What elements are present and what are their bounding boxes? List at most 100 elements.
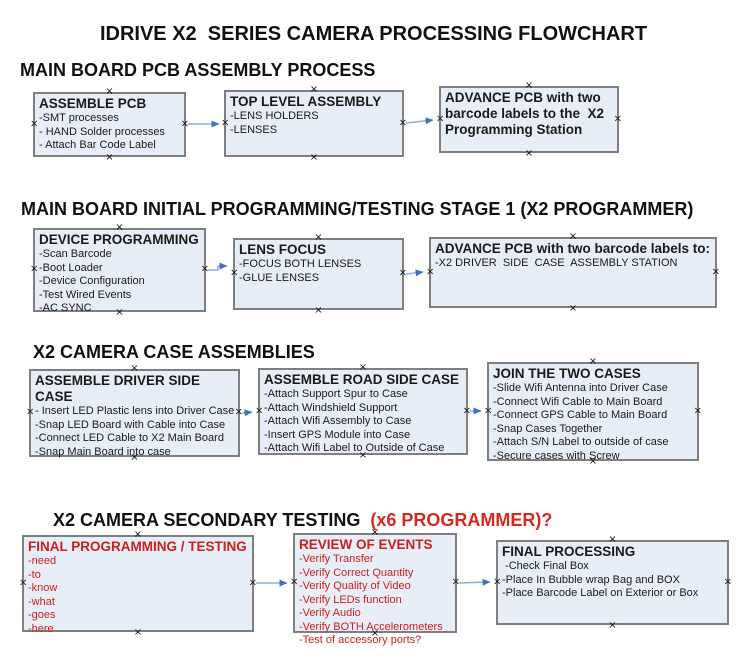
- anchor-mark: [399, 118, 407, 128]
- anchor-mark: [134, 628, 142, 638]
- box-title: DEVICE PROGRAMMING: [39, 232, 199, 247]
- box-line: -goes: [28, 609, 56, 621]
- box-line: -Check Final Box: [502, 560, 589, 572]
- box-line: -Snap Main Board into case: [35, 445, 171, 458]
- box-line: -Attach Windshield Support: [264, 401, 398, 414]
- box-line: -here: [28, 622, 54, 635]
- box-line: - Attach Bar Code Label: [39, 139, 156, 151]
- anchor-mark: [436, 114, 444, 124]
- anchor-mark: [426, 267, 434, 277]
- anchor-mark: [30, 119, 38, 129]
- anchor-mark: [608, 535, 616, 545]
- box-line: -Connect GPS Cable to Main Board: [493, 409, 668, 421]
- section-heading-red-part: (x6 PROGRAMMER)?: [370, 510, 553, 530]
- anchor-mark: [359, 451, 367, 461]
- flow-box-final-processing: FINAL PROCESSING -Check Final Box -Place…: [496, 540, 729, 625]
- box-line: -know: [28, 582, 58, 594]
- box-title: ASSEMBLE ROAD SIDE CASE: [264, 372, 460, 387]
- flow-box-advance-pcb-driver-side-station: ADVANCE PCB with two barcode labels to: …: [429, 237, 717, 308]
- box-line: -Snap Cases Together: [493, 422, 603, 435]
- anchor-mark: [105, 153, 113, 163]
- anchor-mark: [105, 87, 113, 97]
- box-line: -Snap LED Board with Cable into Case: [35, 418, 226, 431]
- anchor-mark: [26, 408, 34, 418]
- box-title: FINAL PROGRAMMING / TESTING: [28, 539, 247, 554]
- anchor-mark: [525, 81, 533, 91]
- anchor-mark: [249, 578, 257, 588]
- connector-arrow: [405, 269, 424, 277]
- box-line: -Verify Quality of Video: [299, 580, 411, 592]
- box-line: -Verify BOTH Accelerometers: [299, 620, 443, 633]
- section-heading-pcb-assembly: MAIN BOARD PCB ASSEMBLY PROCESS: [20, 60, 376, 80]
- anchor-mark: [130, 453, 138, 463]
- anchor-mark: [712, 267, 720, 277]
- anchor-mark: [19, 578, 27, 588]
- connector-arrow: [405, 117, 434, 125]
- flow-box-top-level-assembly: TOP LEVEL ASSEMBLY -LENS HOLDERS -LENSES: [224, 90, 404, 157]
- section-heading-black-part: X2 CAMERA SECONDARY TESTING: [53, 510, 371, 530]
- box-title: FINAL PROCESSING: [502, 544, 636, 559]
- anchor-mark: [30, 265, 38, 275]
- section-heading-case-assemblies: X2 CAMERA CASE ASSEMBLIES: [33, 342, 315, 362]
- box-line: -Attach S/N Label to outside of case: [493, 436, 669, 448]
- box-line: -Boot Loader: [39, 261, 103, 274]
- box-line: -Connect Wifi Cable to Main Board: [493, 395, 663, 408]
- box-title: ADVANCE PCB with two barcode labels to t…: [445, 90, 608, 137]
- box-line: -Attach Wifi Label to Outside of Case: [264, 442, 445, 454]
- box-line: -Place In Bubble wrap Bag and BOX: [502, 573, 680, 586]
- box-line: -X2 DRIVER SIDE CASE ASSEMBLY STATION: [435, 257, 678, 269]
- anchor-mark: [493, 577, 501, 587]
- box-line: -what: [28, 595, 55, 608]
- box-title: JOIN THE TWO CASES: [493, 366, 641, 381]
- anchor-mark: [371, 528, 379, 538]
- anchor-mark: [310, 153, 318, 163]
- box-line: -Verify LEDs function: [299, 593, 402, 606]
- box-line: -Insert GPS Module into Case: [264, 428, 411, 441]
- box-line: -Attach Support Spur to Case: [264, 388, 408, 400]
- anchor-mark: [724, 577, 732, 587]
- box-line: -Connect LED Cable to X2 Main Board: [35, 432, 224, 444]
- flow-box-final-programming-testing: FINAL PROGRAMMING / TESTING -need -to -k…: [19, 535, 257, 635]
- flow-box-review-of-events: REVIEW OF EVENTS -Verify Transfer -Verif…: [293, 533, 460, 646]
- anchor-mark: [181, 119, 189, 129]
- flow-box-advance-pcb-programming-station: ADVANCE PCB with two barcode labels to t…: [439, 86, 619, 153]
- anchor-mark: [589, 357, 597, 367]
- anchor-mark: [115, 223, 123, 233]
- anchor-mark: [115, 308, 123, 318]
- box-line: - HAND Solder processes: [39, 125, 165, 138]
- box-line: -Verify Audio: [299, 607, 361, 619]
- box-line: - Insert LED Plastic lens into Driver Ca…: [35, 405, 235, 417]
- page-title: IDRIVE X2 SERIES CAMERA PROCESSING FLOWC…: [99, 23, 648, 45]
- anchor-mark: [314, 306, 322, 316]
- flow-box-device-programming: DEVICE PROGRAMMING -Scan Barcode -Boot L…: [30, 228, 209, 314]
- anchor-mark: [130, 364, 138, 374]
- box-line: -LENS HOLDERS: [230, 110, 319, 122]
- connector-arrow: [241, 409, 253, 417]
- box-line: -FOCUS BOTH LENSES: [239, 258, 362, 270]
- section-heading-secondary-testing: X2 CAMERA SECONDARY TESTING (x6 PROGRAMM…: [33, 489, 552, 552]
- anchor-mark: [452, 578, 460, 588]
- anchor-mark: [569, 232, 577, 242]
- flow-box-assemble-road-side-case: ASSEMBLE ROAD SIDE CASE -Attach Support …: [258, 368, 468, 455]
- box-line: -Verify Correct Quantity: [299, 566, 414, 579]
- box-line: -Attach Wifi Assembly to Case: [264, 415, 412, 427]
- anchor-mark: [201, 265, 209, 275]
- flow-box-join-the-two-cases: JOIN THE TWO CASES -Slide Wifi Antenna i…: [484, 362, 702, 462]
- box-title: ADVANCE PCB with two barcode labels to:: [435, 241, 711, 256]
- box-line: -Verify Transfer: [299, 553, 374, 565]
- anchor-mark: [359, 363, 367, 373]
- box-line: -to: [28, 568, 41, 581]
- box-title: REVIEW OF EVENTS: [299, 537, 433, 552]
- box-line: -Test Wired Events: [39, 288, 132, 301]
- box-line: -Slide Wifi Antenna into Driver Case: [493, 382, 668, 394]
- box-title: ASSEMBLE DRIVER SIDE CASE: [35, 373, 204, 404]
- connector-arrow: [458, 578, 491, 586]
- anchor-mark: [134, 530, 142, 540]
- box-line: -need: [28, 555, 57, 567]
- box-line: -Place Barcode Label on Exterior or Box: [502, 587, 699, 599]
- box-line: -Scan Barcode: [39, 248, 112, 260]
- anchor-mark: [608, 621, 616, 631]
- anchor-mark: [694, 406, 702, 416]
- anchor-mark: [484, 406, 492, 416]
